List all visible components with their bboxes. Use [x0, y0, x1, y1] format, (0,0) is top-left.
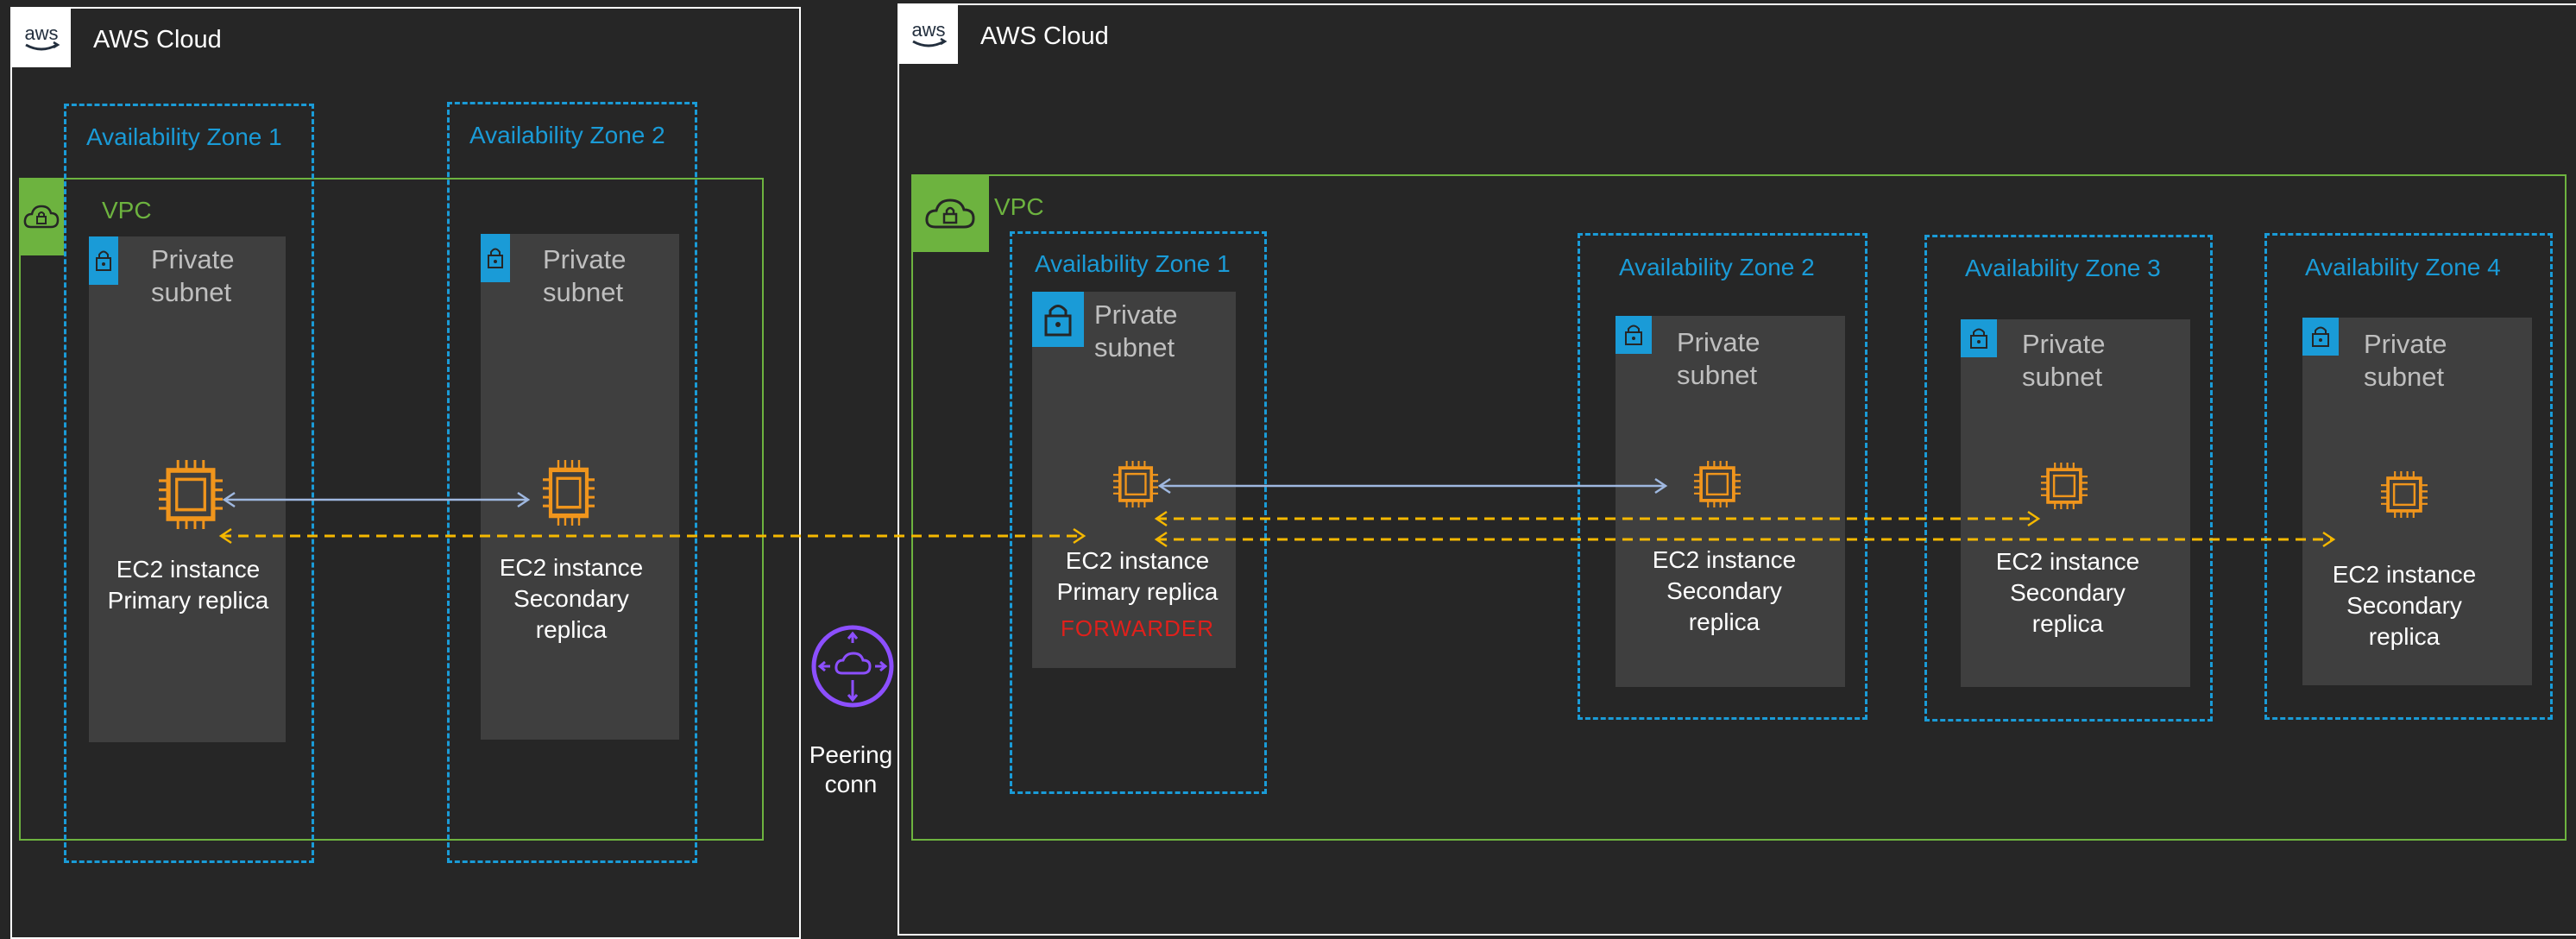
ec2-chip-icon	[1113, 461, 1158, 507]
availability-zone	[2264, 233, 2553, 720]
ec2-instance-label: EC2 instance Secondary replica	[499, 554, 644, 643]
subnet-label: Private subnet	[2364, 329, 2447, 392]
cloud-title: AWS Cloud	[93, 26, 222, 54]
private-subnet	[1032, 292, 1236, 668]
subnet-label: Private subnet	[543, 244, 627, 307]
arrowhead	[2027, 510, 2041, 527]
svg-text:aws: aws	[911, 19, 945, 41]
peering-connection-icon	[811, 625, 894, 708]
vpc-label: VPC	[994, 193, 1044, 220]
vpc-right	[911, 174, 2567, 841]
vpc-label: VPC	[102, 197, 152, 224]
arrowhead	[1154, 510, 1168, 527]
ec2-instance-label: EC2 instance Secondary replica	[1652, 546, 1797, 635]
arrowhead	[1073, 527, 1086, 545]
forwarder-tag: FORWARDER	[1061, 615, 1214, 641]
ec2-chip-icon	[159, 460, 223, 529]
vpc-icon	[911, 174, 989, 252]
ec2-chip-icon	[2041, 463, 2088, 509]
availability-zone-label: Availability Zone 4	[2305, 254, 2501, 280]
ec2-instance-label: EC2 instance Secondary replica	[2332, 561, 2477, 650]
subnet-lock-icon	[2302, 318, 2339, 356]
private-subnet	[2302, 318, 2532, 685]
arrowhead	[218, 527, 232, 545]
subnet-lock-icon	[1616, 316, 1652, 354]
subnet-label: Private subnet	[1094, 299, 1178, 362]
arrowhead	[1654, 477, 1668, 495]
availability-zone-label: Availability Zone 2	[1619, 254, 1815, 280]
private-subnet	[89, 236, 286, 742]
subnet-label: Private subnet	[2022, 329, 2106, 392]
arrowhead	[222, 491, 236, 508]
arrowhead	[1157, 477, 1171, 495]
subnet-lock-icon	[1032, 292, 1084, 347]
availability-zone-label: Availability Zone 1	[1035, 250, 1231, 277]
ec2-instance-label: EC2 instance Secondary replica	[1995, 548, 2140, 637]
availability-zone-label: Availability Zone 2	[469, 122, 665, 148]
cloud-title: AWS Cloud	[980, 22, 1109, 50]
ec2-instance-label: EC2 instance Primary replica	[107, 556, 269, 614]
availability-zone	[1578, 233, 1867, 720]
availability-zone	[1924, 235, 2213, 722]
ec2-instance-label: EC2 instance Primary replica	[1056, 547, 1219, 605]
availability-zone	[447, 102, 697, 863]
availability-zone	[1010, 231, 1267, 794]
availability-zone-label: Availability Zone 3	[1965, 255, 2161, 281]
subnet-lock-icon	[1961, 319, 1997, 357]
arrowhead	[2322, 531, 2336, 548]
aws-logo-icon: aws	[12, 9, 71, 67]
arrowhead	[517, 491, 531, 508]
vpc-left	[19, 178, 764, 841]
vpc-icon	[19, 178, 64, 255]
subnet-label: Private subnet	[1677, 327, 1760, 390]
availability-zone	[64, 104, 314, 863]
subnet-lock-icon	[89, 236, 118, 285]
ec2-chip-icon	[543, 460, 595, 526]
peering-label: Peering conn	[809, 741, 893, 797]
ec2-chip-icon	[1694, 461, 1741, 507]
availability-zone-label: Availability Zone 1	[86, 123, 282, 150]
aws-logo-icon: aws	[899, 5, 958, 64]
subnet-lock-icon	[481, 234, 510, 282]
arrowhead	[1154, 531, 1168, 548]
ec2-chip-icon	[2381, 471, 2428, 518]
subnet-label: Private subnet	[151, 244, 235, 307]
svg-text:aws: aws	[24, 22, 58, 44]
